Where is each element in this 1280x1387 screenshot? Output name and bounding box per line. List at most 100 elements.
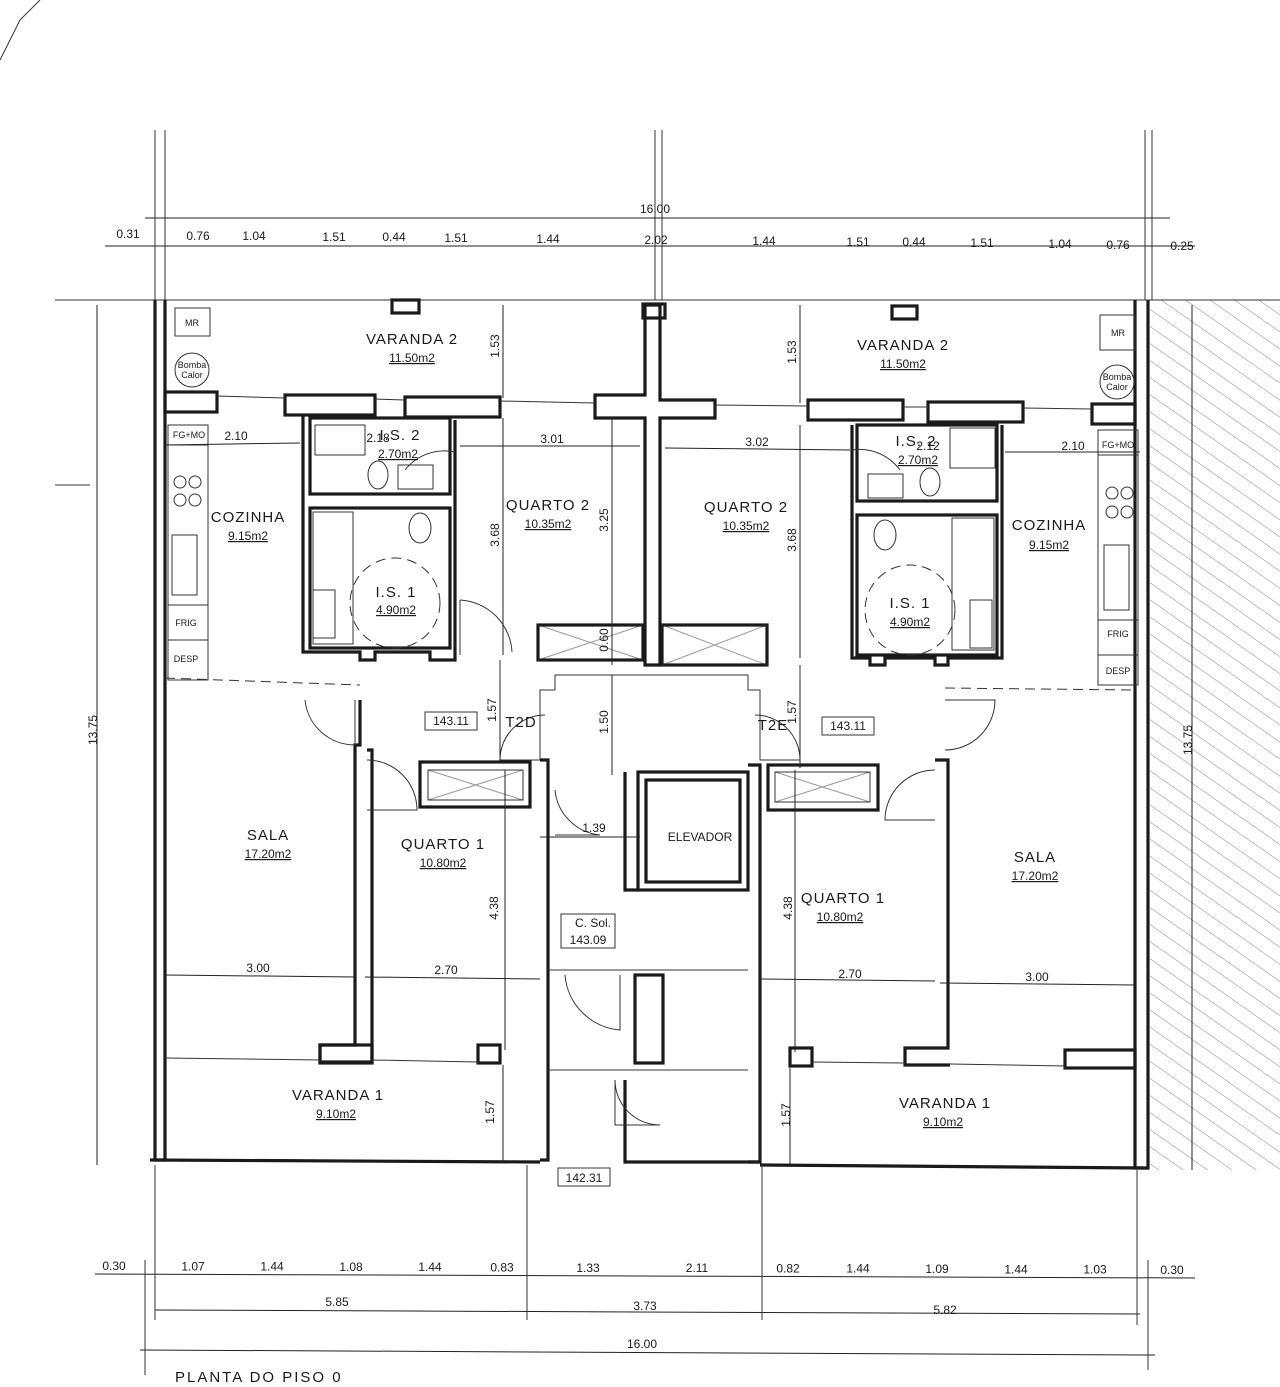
sala-right-area: 17.20m2: [1012, 869, 1059, 883]
sala-left-name: SALA: [247, 827, 289, 844]
dim-q2-right: 3.02: [745, 435, 769, 449]
dim-v2-right: 1.53: [785, 340, 799, 364]
quarto1-left-name: QUARTO 1: [401, 836, 485, 853]
cozinha-left-name: COZINHA: [211, 509, 286, 526]
dim-q1-left-h: 4.38: [487, 896, 501, 920]
fg-mo-label-left: FG+MO: [173, 430, 205, 440]
is2-left-area: 2.70m2: [378, 447, 418, 461]
dim-cozinha-left: 2.10: [224, 429, 248, 443]
varanda2-left-name: VARANDA 2: [366, 331, 458, 348]
varanda1-left-name: VARANDA 1: [292, 1087, 384, 1104]
dim-sala-right: 3.00: [1025, 970, 1049, 984]
c-sol-level: 143.09: [570, 933, 607, 947]
sala-right-name: SALA: [1014, 849, 1056, 866]
cozinha-right-name: COZINHA: [1012, 517, 1087, 534]
top-segment-dim: 0.44: [902, 235, 926, 249]
bottom-group-mid: 3.73: [633, 1299, 657, 1313]
right-height-dim: 13.75: [1181, 725, 1195, 755]
bottom-segment-dim: 1.09: [925, 1262, 949, 1276]
is1-left-name: I.S. 1: [375, 584, 416, 601]
frig-label-left: FRIG: [175, 618, 197, 628]
plan-title: PLANTA DO PISO 0: [175, 1369, 343, 1386]
quarto2-right-name: QUARTO 2: [704, 499, 788, 516]
is2-left-name: I.S. 2: [379, 427, 420, 444]
bottom-segment-dim: 1.44: [1004, 1262, 1028, 1276]
bottom-segment-dim: 0.30: [1160, 1263, 1184, 1277]
bottom-segment-dim: 0.83: [490, 1261, 514, 1275]
c-sol-name: C. Sol.: [575, 916, 611, 930]
fg-mo-label-right: FG+MO: [1102, 440, 1134, 450]
top-segment-dim: 0.76: [186, 229, 210, 243]
dim-q1-right-h: 4.38: [781, 896, 795, 920]
bottom-segment-dim: 1.44: [260, 1260, 284, 1274]
mr-label-left: MR: [185, 318, 199, 328]
top-segment-dim: 1.51: [970, 236, 994, 250]
left-bathrooms: [301, 415, 513, 662]
quarto2-left-area: 10.35m2: [525, 517, 572, 531]
bottom-segment-dim: 1.08: [339, 1260, 363, 1274]
level-box-left: [424, 711, 478, 731]
varanda1-left-area: 9.10m2: [316, 1107, 356, 1121]
level-right: 143.11: [830, 719, 866, 733]
top-segment-dim: 1.51: [444, 231, 468, 245]
top-segment-dim: 1.04: [242, 229, 266, 243]
dim-is2-left: 2.18: [366, 431, 390, 445]
right-bathrooms: [404, 423, 1004, 667]
level-left: 143.11: [433, 714, 469, 728]
bottom-segment-dim: 1.44: [846, 1262, 870, 1276]
quarto1-right-area: 10.80m2: [817, 910, 864, 924]
varanda1-right-area: 9.10m2: [923, 1115, 963, 1129]
unit-t2e-label: T2E: [758, 717, 789, 734]
quarto1-right-name: QUARTO 1: [801, 890, 885, 907]
bottom-segment-dim: 1.33: [576, 1261, 600, 1275]
elevator-label: ELEVADOR: [668, 830, 733, 844]
unit-t2d-label: T2D: [505, 714, 536, 731]
level-bottom: 142.31: [566, 1171, 603, 1185]
bottom-segment-dim: 1.44: [418, 1260, 442, 1274]
bottom-segment-dim: 1.07: [181, 1259, 205, 1273]
top-segment-dim: 0.76: [1106, 238, 1130, 252]
top-segment-dim: 0.44: [382, 230, 406, 244]
dim-v2-left: 1.53: [488, 334, 502, 358]
varanda1-right-name: VARANDA 1: [899, 1095, 991, 1112]
bottom-group-right: 5.82: [933, 1303, 957, 1317]
dim-v1-right: 1.57: [779, 1103, 793, 1127]
dim-cozinha-right: 2.10: [1061, 439, 1085, 453]
interior-vertical-dims: [499, 305, 801, 1165]
level-box-right: [821, 716, 875, 736]
is1-right-name: I.S. 1: [889, 595, 930, 612]
desp-label-right: DESP: [1106, 666, 1131, 676]
dim-hall-h: 1.50: [597, 710, 611, 734]
heat-pump-label-right-2: Calor: [1106, 382, 1128, 392]
mr-label-right: MR: [1111, 328, 1125, 338]
central-core: [304, 623, 996, 1164]
dim-t-left: 1.57: [485, 698, 499, 722]
dim-lift-w: 1.39: [582, 821, 606, 835]
top-segment-dim: 1.51: [322, 230, 346, 244]
bottom-total-dim: 16.00: [627, 1337, 657, 1351]
top-segment-dim: 2.02: [644, 233, 668, 247]
dim-v1-left: 1.57: [483, 1100, 497, 1124]
top-dimension-chain: [55, 130, 1280, 301]
top-total-dim: 16.00: [640, 202, 670, 216]
is1-right-area: 4.90m2: [890, 615, 930, 629]
is1-left-area: 4.90m2: [376, 603, 416, 617]
top-segment-dim: 0.31: [116, 227, 140, 241]
bottom-dimension-chain: [94, 1165, 1196, 1375]
neighbour-hatch: [1150, 300, 1280, 1170]
heat-pump-label-right-1: Bomba: [1103, 372, 1132, 382]
sala-left-area: 17.20m2: [245, 847, 292, 861]
dim-q2-mid-h: 3.25: [597, 508, 611, 532]
top-segment-dim: 1.44: [536, 232, 560, 246]
left-height-dim: 13.75: [86, 715, 100, 745]
quarto1-left-area: 10.80m2: [420, 856, 467, 870]
paper-edge: [0, 0, 41, 61]
quarto2-right-area: 10.35m2: [723, 519, 770, 533]
bottom-segment-dim: 0.82: [776, 1261, 800, 1275]
outer-walls: [149, 300, 1150, 1170]
bottom-segment-dim: 1.03: [1083, 1263, 1107, 1277]
top-segment-dim: 1.51: [846, 235, 870, 249]
heat-pump-label-left-1: Bomba: [178, 360, 207, 370]
